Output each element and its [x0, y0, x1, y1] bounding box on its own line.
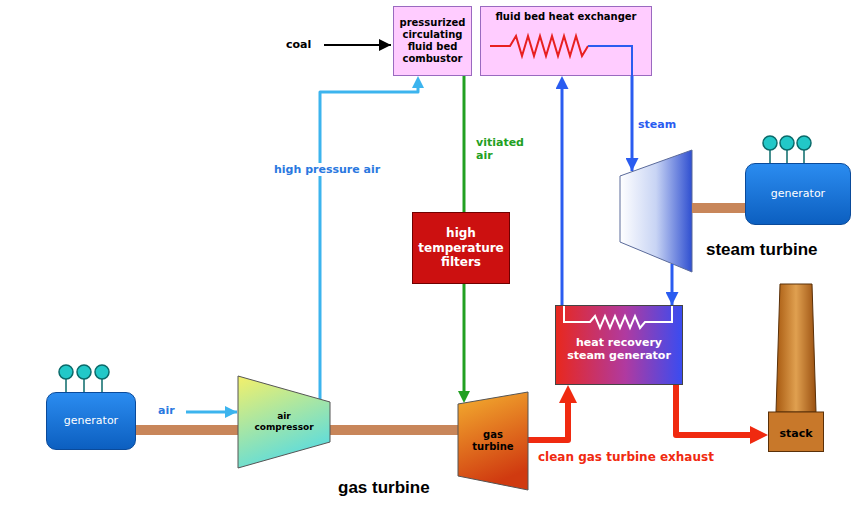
- hrsg-box: heat recovery steam generator: [555, 305, 683, 385]
- exhaust-arrow: [528, 394, 568, 440]
- generator-terminals: [59, 136, 811, 392]
- node-text: air compressor: [251, 411, 317, 433]
- flow-label: steam: [638, 118, 676, 131]
- gas-flow-arrow: [463, 284, 466, 397]
- steam-line: [631, 76, 634, 171]
- gas-flow-line: [463, 76, 466, 212]
- flow-label: vitiated air: [474, 136, 532, 162]
- hrsg-coil: [564, 306, 672, 328]
- turbine-shaft: [692, 203, 745, 213]
- combustor-box: pressurized circulating fluid bed combus…: [393, 6, 472, 76]
- compressor-symbol: air compressor: [238, 376, 330, 468]
- node-text: stack: [779, 427, 812, 440]
- node-text: generator: [64, 414, 118, 427]
- stack-symbol-outline: [768, 284, 824, 452]
- node-text: heat recovery steam generator: [558, 336, 680, 362]
- air-inlet-arrow: [186, 411, 237, 414]
- coil-outlet: [588, 46, 632, 76]
- air-flow-arrow: [320, 82, 418, 399]
- stack-symbol: stack: [768, 284, 824, 452]
- flow-label: high pressure air: [272, 163, 382, 176]
- filter-box: high temperature filters: [412, 212, 510, 284]
- coal-arrow: [324, 44, 391, 46]
- node-text: gas turbine: [465, 429, 521, 453]
- heat-exchanger-coil: [490, 36, 588, 56]
- exhaust-arrow: [676, 385, 759, 435]
- node-text: fluid bed heat exchanger: [495, 11, 636, 23]
- steam-turbine-symbol: [620, 150, 692, 272]
- flow-label: air: [158, 404, 175, 417]
- shaft: [330, 425, 458, 435]
- node-text: pressurized circulating fluid bed combus…: [395, 17, 471, 65]
- generator-box: generator: [745, 163, 851, 225]
- gas-turbine-symbol: gas turbine: [458, 392, 528, 490]
- flow-label: clean gas turbine exhaust: [536, 450, 716, 464]
- input-label: coal: [286, 38, 311, 51]
- turbine-exhaust-line: [671, 264, 674, 305]
- section-label: gas turbine: [338, 478, 430, 498]
- generator-box: generator: [46, 392, 136, 450]
- section-label: steam turbine: [706, 240, 817, 260]
- node-text: generator: [771, 187, 825, 200]
- water-flow-arrow: [561, 83, 564, 306]
- node-text: high temperature filters: [414, 226, 508, 269]
- shaft: [136, 425, 238, 435]
